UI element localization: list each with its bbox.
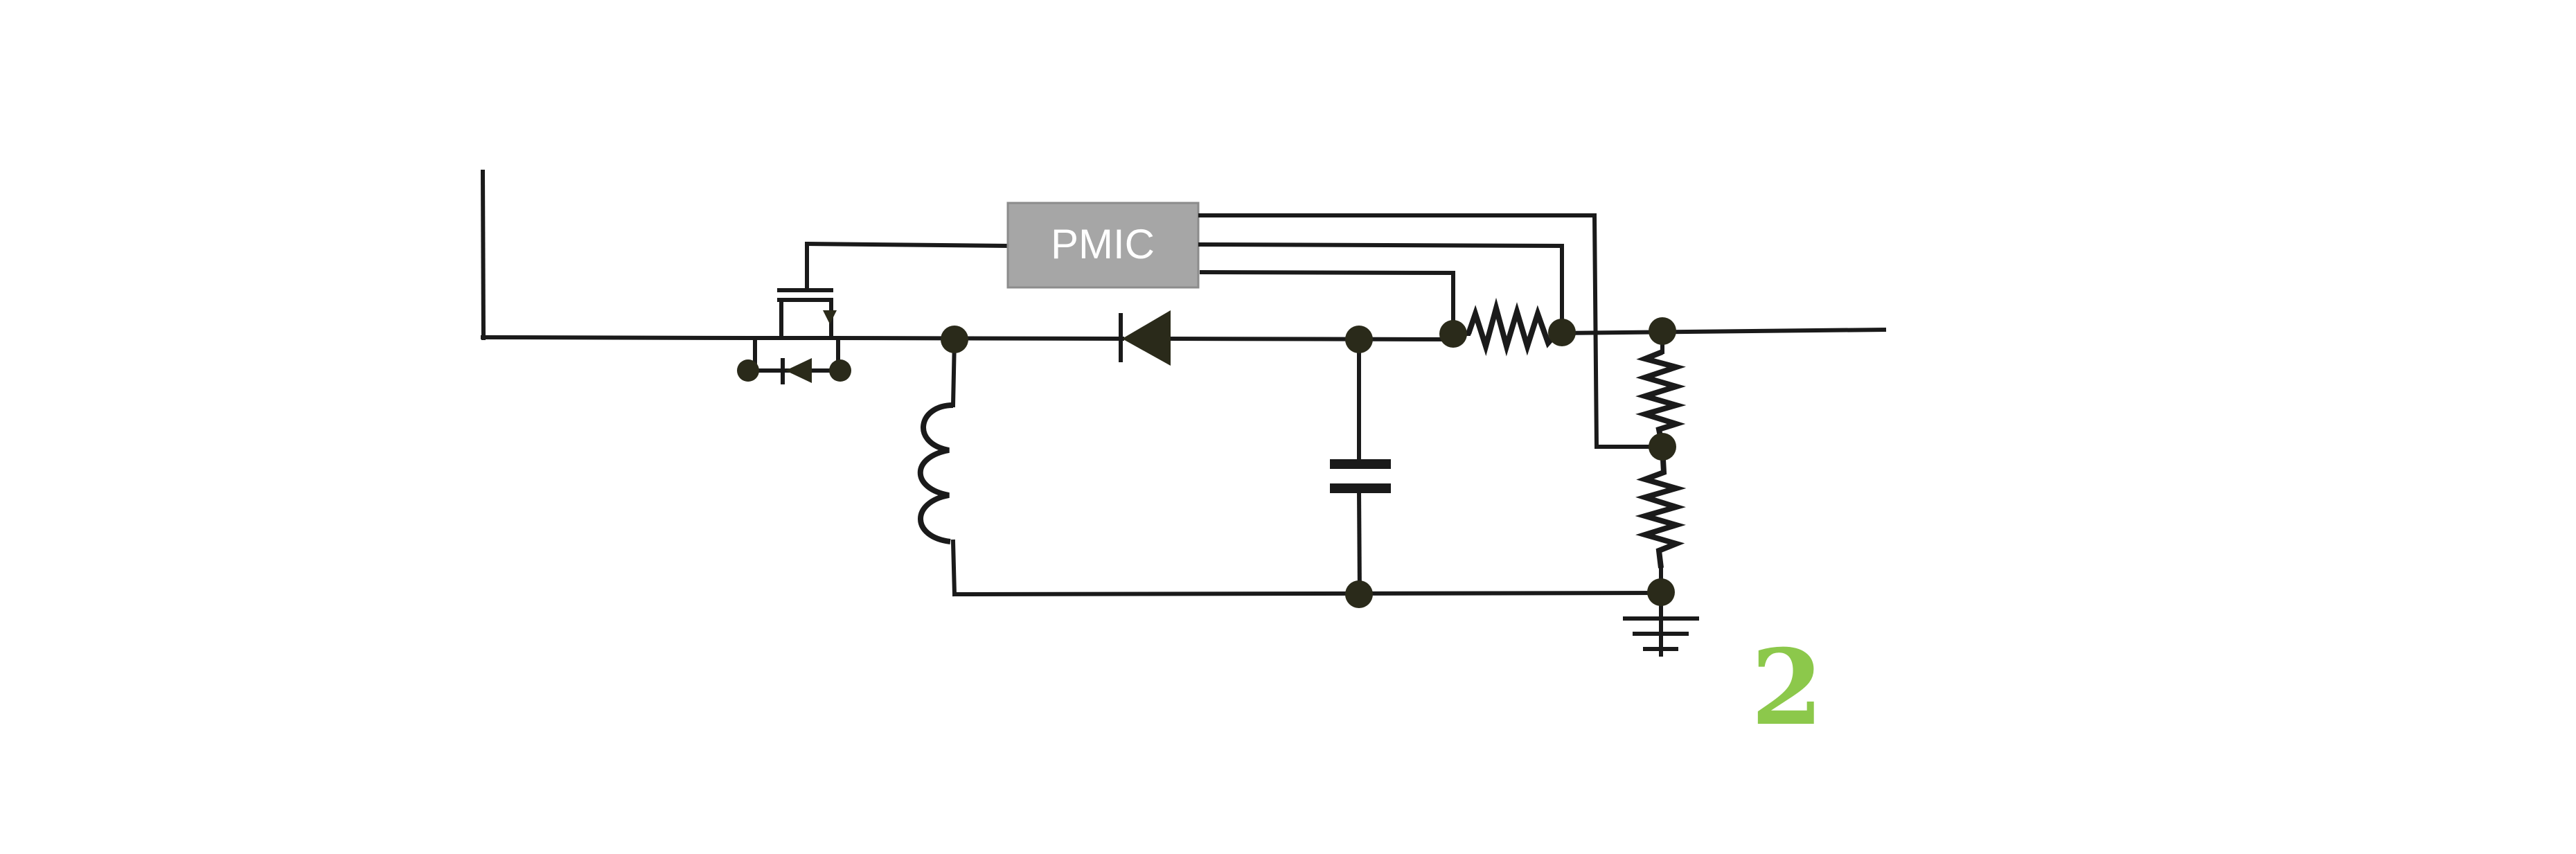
node-sense-resistor-left — [1439, 320, 1467, 348]
ground-return-wire — [952, 590, 1664, 597]
main-bus-wire — [828, 327, 1887, 342]
capacitor — [1330, 337, 1391, 597]
page-number: 2 — [1751, 627, 1823, 749]
node-capacitor-top — [1345, 326, 1373, 353]
node-capacitor-bottom — [1345, 580, 1373, 608]
node-divider-mid — [1649, 433, 1676, 461]
pmic-block: PMIC — [1006, 202, 1200, 289]
input-terminal-wire — [480, 169, 751, 341]
node-divider-bottom — [1647, 578, 1675, 606]
divider-resistor-top — [1635, 330, 1687, 447]
node-output — [1649, 317, 1676, 345]
diode — [1119, 310, 1171, 366]
node-sense-resistor-right — [1548, 319, 1576, 346]
pmic-label: PMIC — [1051, 221, 1155, 267]
junction-nodes — [941, 317, 1676, 608]
node-inductor-top — [941, 326, 968, 353]
sense-resistor — [1453, 297, 1561, 357]
mosfet-switch — [737, 241, 1011, 384]
inductor — [917, 337, 957, 597]
divider-resistor-bottom — [1635, 446, 1687, 596]
pmic-sense-lines — [1198, 213, 1664, 450]
